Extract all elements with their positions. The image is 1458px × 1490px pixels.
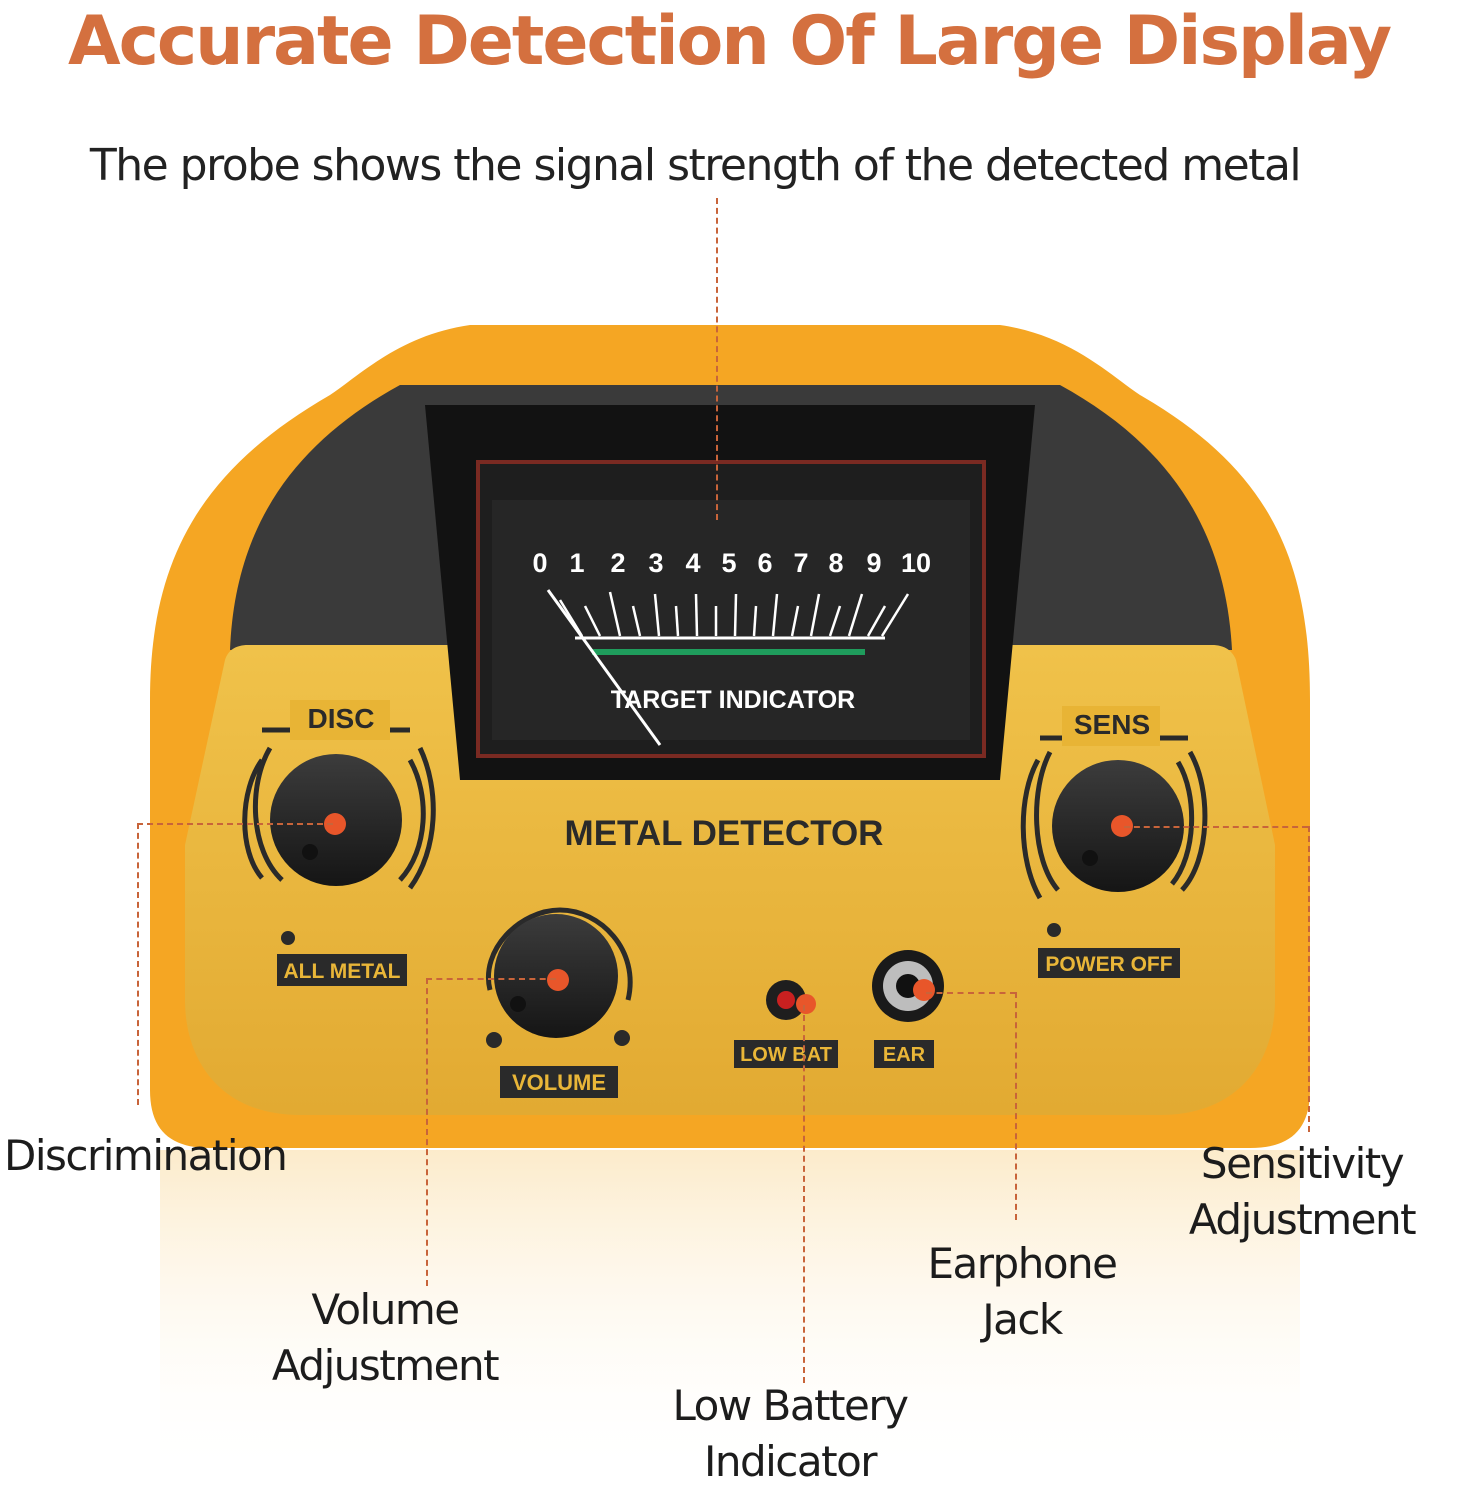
volume-knob-group: VOLUME xyxy=(486,907,633,1098)
callout-discrimination: Discrimination xyxy=(4,1131,288,1180)
page-subtitle: The probe shows the signal strength of t… xyxy=(89,140,1302,191)
callout-volume: Volume Adjustment xyxy=(271,1285,500,1390)
callout-line-sens-v xyxy=(1308,826,1310,1132)
callout-line-disc-v xyxy=(137,823,139,1105)
callout-line-volume-h xyxy=(426,978,556,980)
callout-battery: Low Battery Indicator xyxy=(672,1381,909,1486)
meter-label: TARGET INDICATOR xyxy=(611,686,855,714)
sens-knob-group: SENS POWER OFF xyxy=(1020,706,1208,978)
sens-label: SENS xyxy=(1074,709,1150,740)
scale-9: 9 xyxy=(866,548,881,578)
scale-6: 6 xyxy=(757,548,772,578)
scale-5: 5 xyxy=(721,548,736,578)
meter-ticks xyxy=(558,591,910,637)
all-metal-label: ALL METAL xyxy=(283,960,400,983)
disc-label: DISC xyxy=(308,703,375,734)
sens-marker xyxy=(1111,815,1133,837)
callout-earphone: Earphone Jack xyxy=(927,1239,1118,1344)
power-off-label: POWER OFF xyxy=(1045,953,1172,976)
scale-2: 2 xyxy=(610,548,625,578)
disc-marker xyxy=(324,813,346,835)
volume-marker xyxy=(547,969,569,991)
callout-line-disc-h xyxy=(137,823,333,825)
ear-jack-group: EAR xyxy=(872,950,944,1068)
brand-label: METAL DETECTOR xyxy=(565,814,884,853)
callout-line-ear-v xyxy=(1015,992,1017,1220)
device-reflection xyxy=(160,1150,1300,1480)
disc-knob-group: DISC ALL METAL xyxy=(242,700,436,986)
ear-label: EAR xyxy=(883,1044,926,1066)
scale-10: 10 xyxy=(901,548,931,578)
scale-8: 8 xyxy=(828,548,843,578)
scale-0: 0 xyxy=(532,548,547,578)
control-panel xyxy=(185,645,1275,1115)
callout-line-battery-v xyxy=(803,1005,805,1383)
volume-label: VOLUME xyxy=(512,1070,606,1095)
meter-scale: 0 1 2 3 4 5 6 7 8 9 10 xyxy=(532,548,931,578)
low-bat-group: LOW BAT xyxy=(734,980,838,1068)
scale-1: 1 xyxy=(569,548,584,578)
scale-7: 7 xyxy=(793,548,808,578)
meter-needle xyxy=(546,589,662,746)
low-bat-label: LOW BAT xyxy=(740,1044,832,1066)
low-bat-led xyxy=(777,991,795,1009)
scale-3: 3 xyxy=(648,548,663,578)
callout-line-volume-v xyxy=(426,978,428,1286)
callout-line-ear-h xyxy=(926,992,1016,994)
callout-line-sens-h xyxy=(1124,826,1308,828)
callout-line-meter xyxy=(716,198,718,520)
page-title: Accurate Detection Of Large Display xyxy=(67,2,1392,81)
scale-4: 4 xyxy=(685,548,700,578)
callout-sensitivity: Sensitivity Adjustment xyxy=(1188,1139,1417,1244)
